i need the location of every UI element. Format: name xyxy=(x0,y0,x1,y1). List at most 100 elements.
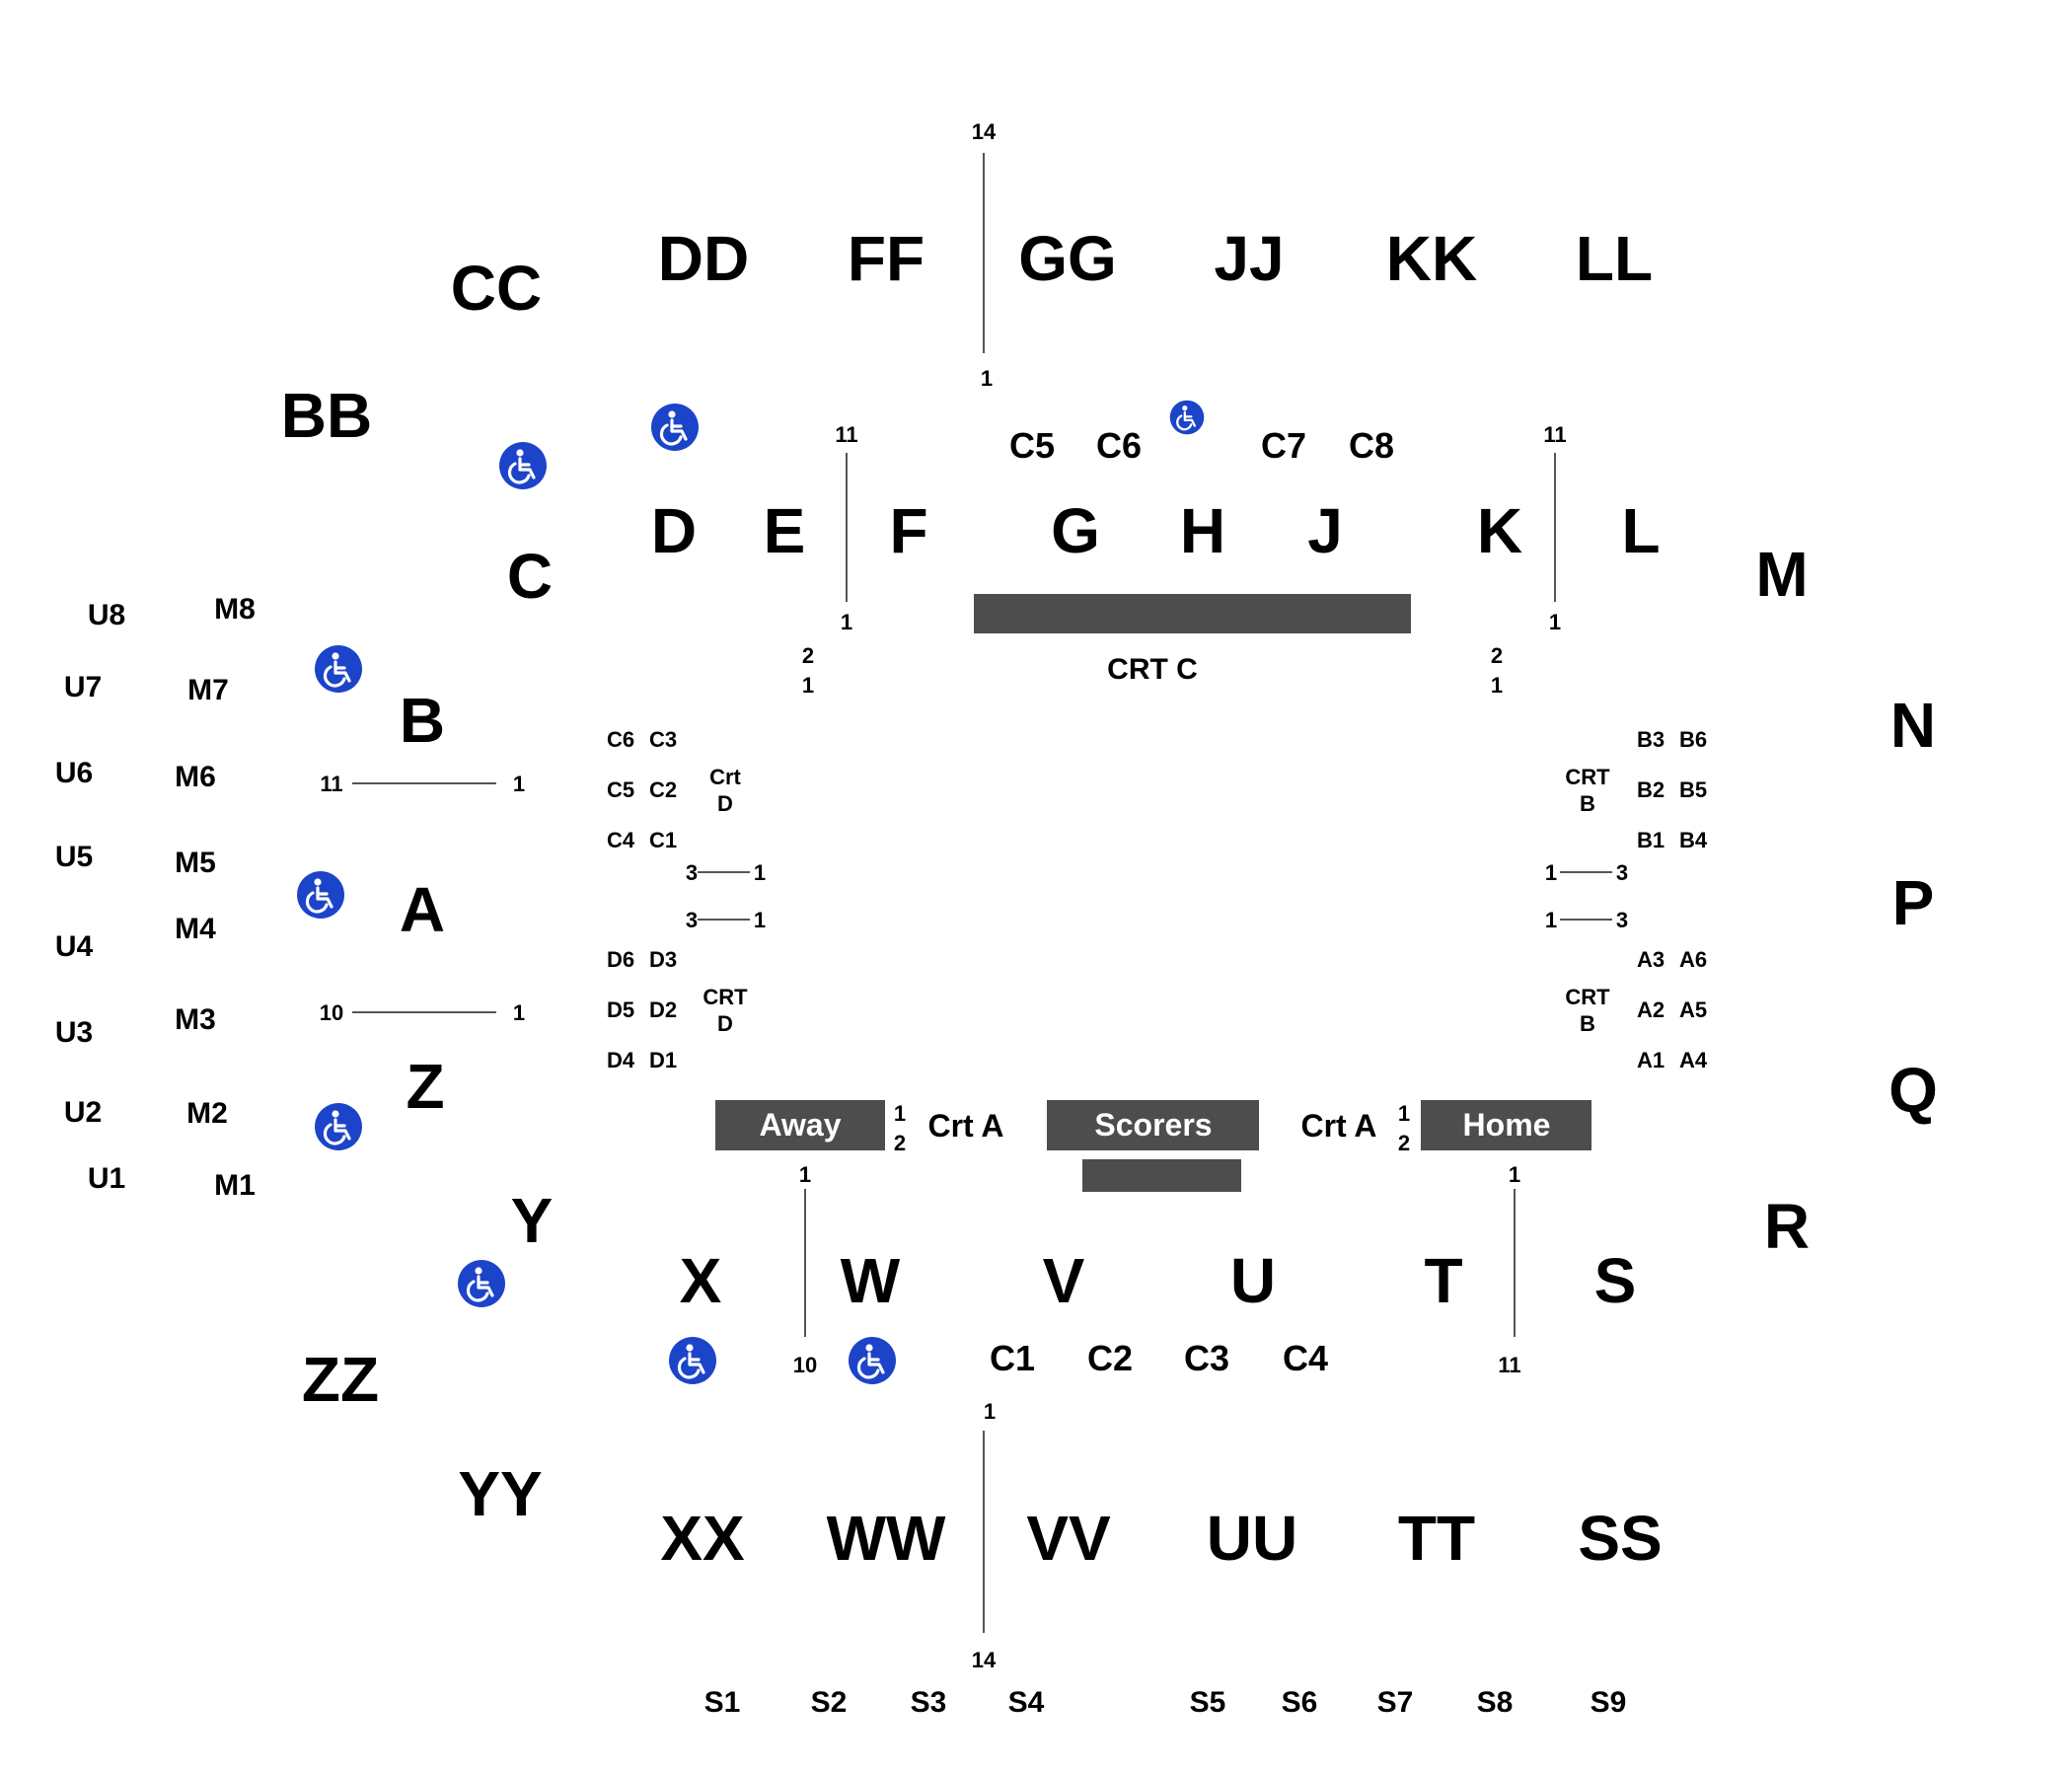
box-c4-bottom[interactable]: C4 xyxy=(1283,1338,1328,1378)
block-m1[interactable]: M1 xyxy=(214,1169,256,1202)
crt-b-a3[interactable]: A3 xyxy=(1637,947,1665,972)
section-g[interactable]: G xyxy=(1051,495,1100,566)
section-d[interactable]: D xyxy=(651,495,697,566)
box-c2-bottom[interactable]: C2 xyxy=(1087,1338,1133,1378)
box-c3-bottom[interactable]: C3 xyxy=(1184,1338,1229,1378)
crt-b-b6[interactable]: B6 xyxy=(1679,727,1707,752)
section-x[interactable]: X xyxy=(680,1245,722,1316)
crt-d-c4[interactable]: C4 xyxy=(607,828,635,852)
section-v[interactable]: V xyxy=(1043,1245,1085,1316)
section-uu[interactable]: UU xyxy=(1207,1503,1297,1574)
section-kk[interactable]: KK xyxy=(1386,223,1477,294)
box-s3[interactable]: S3 xyxy=(911,1686,947,1719)
section-jj[interactable]: JJ xyxy=(1214,223,1284,294)
block-m7[interactable]: M7 xyxy=(187,674,229,706)
section-e[interactable]: E xyxy=(764,495,806,566)
box-s7[interactable]: S7 xyxy=(1377,1686,1414,1719)
section-j[interactable]: J xyxy=(1307,495,1343,566)
box-c8-top[interactable]: C8 xyxy=(1349,425,1394,466)
box-s9[interactable]: S9 xyxy=(1591,1686,1627,1719)
section-b[interactable]: B xyxy=(400,685,445,756)
section-t[interactable]: T xyxy=(1424,1245,1462,1316)
section-vv[interactable]: VV xyxy=(1026,1503,1111,1574)
section-q[interactable]: Q xyxy=(1888,1055,1938,1126)
box-s6[interactable]: S6 xyxy=(1282,1686,1318,1719)
row-number: 1 xyxy=(802,673,814,698)
block-u2[interactable]: U2 xyxy=(64,1096,102,1129)
section-dd[interactable]: DD xyxy=(658,223,749,294)
box-s2[interactable]: S2 xyxy=(811,1686,848,1719)
block-u8[interactable]: U8 xyxy=(88,599,125,631)
section-n[interactable]: N xyxy=(1890,690,1936,761)
crt-b-b5[interactable]: B5 xyxy=(1679,777,1707,802)
section-tt[interactable]: TT xyxy=(1398,1503,1475,1574)
section-a[interactable]: A xyxy=(400,874,445,945)
section-bb[interactable]: BB xyxy=(281,380,372,451)
crt-b-a2[interactable]: A2 xyxy=(1637,997,1665,1022)
crt-d-c2[interactable]: C2 xyxy=(649,777,677,802)
crt-d-d3[interactable]: D3 xyxy=(649,947,677,972)
section-xx[interactable]: XX xyxy=(660,1503,745,1574)
crt-d-d6[interactable]: D6 xyxy=(607,947,634,972)
block-u4[interactable]: U4 xyxy=(55,930,94,963)
block-u1[interactable]: U1 xyxy=(88,1162,125,1195)
block-m3[interactable]: M3 xyxy=(175,1003,216,1036)
section-ss[interactable]: SS xyxy=(1578,1503,1662,1574)
crt-d-c5[interactable]: C5 xyxy=(607,777,634,802)
row-number: 1 xyxy=(513,1000,525,1025)
block-m5[interactable]: M5 xyxy=(175,847,216,879)
box-c7-top[interactable]: C7 xyxy=(1261,425,1306,466)
section-ll[interactable]: LL xyxy=(1576,223,1653,294)
crt-b-b2[interactable]: B2 xyxy=(1637,777,1665,802)
crt-b-b4[interactable]: B4 xyxy=(1679,828,1708,852)
section-cc[interactable]: CC xyxy=(451,253,542,324)
block-u6[interactable]: U6 xyxy=(55,757,93,789)
crt-d-c3[interactable]: C3 xyxy=(649,727,677,752)
section-w[interactable]: W xyxy=(841,1245,901,1316)
section-zz[interactable]: ZZ xyxy=(302,1344,379,1415)
section-l[interactable]: L xyxy=(1621,495,1660,566)
crt-d-c6[interactable]: C6 xyxy=(607,727,634,752)
section-s[interactable]: S xyxy=(1594,1245,1637,1316)
box-s8[interactable]: S8 xyxy=(1477,1686,1514,1719)
block-m4[interactable]: M4 xyxy=(175,913,216,945)
crt-d-d5[interactable]: D5 xyxy=(607,997,634,1022)
block-u5[interactable]: U5 xyxy=(55,841,93,873)
crt-b-a1[interactable]: A1 xyxy=(1637,1048,1665,1072)
section-ww[interactable]: WW xyxy=(827,1503,946,1574)
block-u7[interactable]: U7 xyxy=(64,671,102,703)
box-s5[interactable]: S5 xyxy=(1190,1686,1226,1719)
crt-b-a6[interactable]: A6 xyxy=(1679,947,1707,972)
section-z[interactable]: Z xyxy=(406,1051,444,1122)
section-p[interactable]: P xyxy=(1892,867,1935,938)
section-gg[interactable]: GG xyxy=(1018,223,1117,294)
box-s4[interactable]: S4 xyxy=(1008,1686,1045,1719)
block-m8[interactable]: M8 xyxy=(214,593,256,626)
row-number: 1 xyxy=(1549,610,1561,634)
section-h[interactable]: H xyxy=(1180,495,1225,566)
section-yy[interactable]: YY xyxy=(458,1458,542,1529)
section-f[interactable]: F xyxy=(889,495,927,566)
section-c[interactable]: C xyxy=(507,541,553,612)
crt-d-d1[interactable]: D1 xyxy=(649,1048,677,1072)
section-m[interactable]: M xyxy=(1755,539,1808,610)
block-m2[interactable]: M2 xyxy=(186,1097,228,1130)
crt-d-d2[interactable]: D2 xyxy=(649,997,677,1022)
box-c5-top[interactable]: C5 xyxy=(1009,425,1055,466)
section-y[interactable]: Y xyxy=(511,1185,554,1256)
crt-b-a5[interactable]: A5 xyxy=(1679,997,1707,1022)
box-c6-top[interactable]: C6 xyxy=(1096,425,1142,466)
block-u3[interactable]: U3 xyxy=(55,1016,93,1049)
crt-b-b1[interactable]: B1 xyxy=(1637,828,1665,852)
crt-b-a4[interactable]: A4 xyxy=(1679,1048,1708,1072)
block-m6[interactable]: M6 xyxy=(175,761,216,793)
section-k[interactable]: K xyxy=(1477,495,1522,566)
crt-d-d4[interactable]: D4 xyxy=(607,1048,635,1072)
section-r[interactable]: R xyxy=(1764,1191,1810,1262)
section-u[interactable]: U xyxy=(1230,1245,1276,1316)
box-s1[interactable]: S1 xyxy=(704,1686,741,1719)
crt-b-b3[interactable]: B3 xyxy=(1637,727,1665,752)
section-ff[interactable]: FF xyxy=(848,223,925,294)
box-c1-bottom[interactable]: C1 xyxy=(990,1338,1035,1378)
crt-d-c1[interactable]: C1 xyxy=(649,828,677,852)
